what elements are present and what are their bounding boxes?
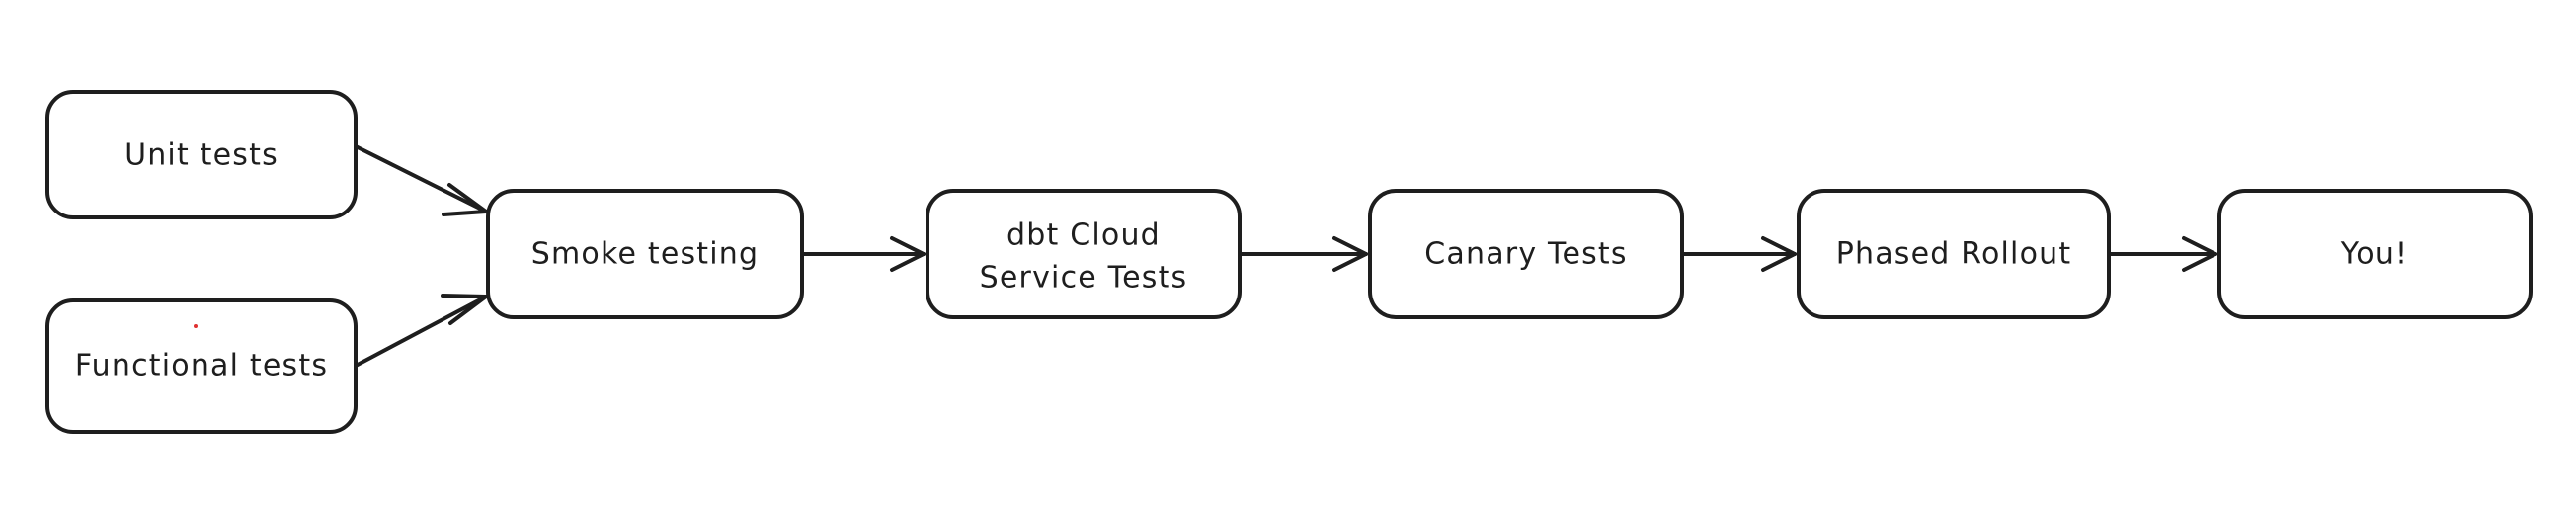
edge-functional-to-smoke[interactable] bbox=[354, 294, 488, 368]
edge-line bbox=[354, 295, 488, 368]
node-label: Unit tests bbox=[124, 138, 279, 173]
edge-canary-to-phased[interactable] bbox=[1682, 236, 1797, 272]
node-box bbox=[2217, 189, 2533, 319]
edge-line bbox=[354, 144, 488, 213]
node-smoke-testing[interactable]: Smoke testing bbox=[486, 189, 804, 319]
edge-smoke-to-dbt[interactable] bbox=[802, 236, 926, 272]
node-box bbox=[45, 298, 358, 434]
arrowhead-icon bbox=[442, 183, 488, 216]
node-functional-tests[interactable]: Functional tests bbox=[45, 298, 358, 434]
node-label: Smoke testing bbox=[531, 237, 760, 272]
edge-dbt-to-canary[interactable] bbox=[1240, 236, 1368, 272]
arrowhead-icon bbox=[2182, 236, 2217, 272]
arrowhead-icon bbox=[1332, 236, 1368, 272]
node-label-line-2: Service Tests bbox=[980, 261, 1188, 296]
node-label: Phased Rollout bbox=[1836, 237, 2072, 272]
node-box bbox=[926, 189, 1242, 319]
node-label: Functional tests bbox=[75, 349, 328, 383]
node-box bbox=[45, 90, 358, 219]
arrowhead-icon bbox=[441, 294, 488, 325]
node-phased-rollout[interactable]: Phased Rollout bbox=[1797, 189, 2111, 319]
node-box bbox=[1368, 189, 1684, 319]
node-dbt-cloud-service-tests[interactable]: dbt Cloud Service Tests bbox=[926, 189, 1242, 319]
node-canary-tests[interactable]: Canary Tests bbox=[1368, 189, 1684, 319]
node-unit-tests[interactable]: Unit tests bbox=[45, 90, 358, 219]
node-label-line-1: dbt Cloud bbox=[1006, 218, 1161, 253]
arrowhead-icon bbox=[890, 236, 926, 272]
node-label: You! bbox=[2340, 237, 2409, 272]
node-label: Canary Tests bbox=[1424, 237, 1627, 272]
node-box bbox=[1797, 189, 2111, 319]
node-box bbox=[486, 189, 804, 319]
stray-dot-icon bbox=[194, 324, 198, 328]
edge-unit-to-smoke[interactable] bbox=[354, 144, 488, 216]
edge-phased-to-you[interactable] bbox=[2109, 236, 2217, 272]
arrowhead-icon bbox=[1761, 236, 1797, 272]
node-you[interactable]: You! bbox=[2217, 189, 2533, 319]
